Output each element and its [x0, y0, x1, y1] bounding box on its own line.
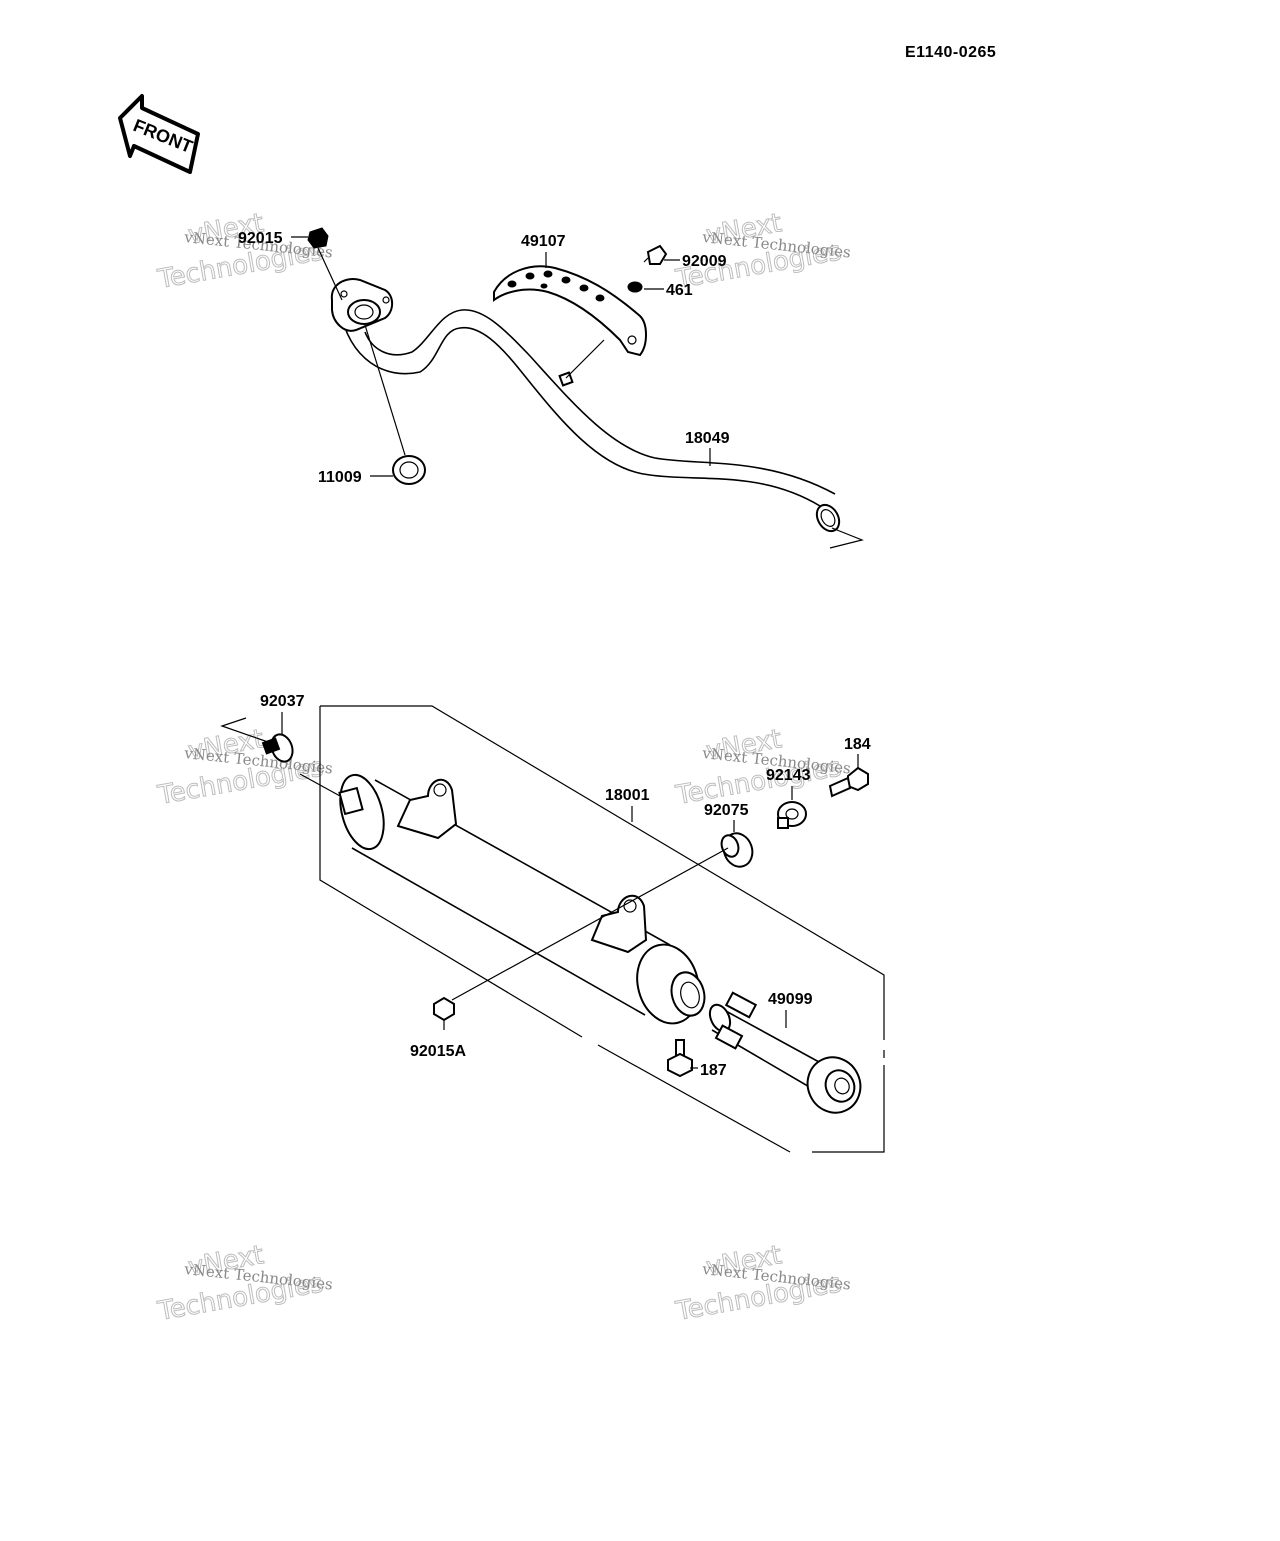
watermark-6: vNext Technologies vNext Technologies — [673, 1240, 852, 1328]
label-92015A: 92015A — [410, 1043, 466, 1060]
watermark-2: vNext Technologies vNext Technologies — [673, 208, 852, 296]
label-461: 461 — [666, 282, 693, 299]
bolt-92015-icon — [307, 227, 343, 301]
bolt-92009-icon — [643, 244, 668, 265]
label-18049: 18049 — [685, 430, 730, 447]
watermark-4: vNext Technologies vNext Technologies — [673, 724, 852, 812]
bolt-187-icon — [667, 1039, 693, 1078]
clamp-92037 — [220, 712, 341, 797]
label-92075: 92075 — [704, 802, 749, 819]
label-187: 187 — [700, 1062, 727, 1079]
nut-92015A-icon — [433, 847, 729, 1030]
label-92015: 92015 — [238, 230, 283, 247]
reference-code: E1140-0265 — [905, 44, 996, 61]
collar-92143 — [777, 801, 807, 829]
leader-49107 — [565, 339, 605, 379]
label-49107: 49107 — [521, 233, 566, 250]
pipe-flange — [330, 278, 394, 332]
watermark-5: vNext Technologies vNext Technologies — [155, 1240, 334, 1328]
exhaust-pipe-18049 — [339, 309, 864, 549]
bracket-49107 — [493, 265, 647, 357]
muffler-frame — [319, 705, 885, 1153]
spark-arrestor-49099 — [708, 991, 862, 1114]
watermark-1: vNext Technologies vNext Technologies — [155, 208, 334, 296]
muffler-18001 — [338, 773, 706, 1025]
gasket-11009 — [364, 324, 426, 485]
label-11009: 11009 — [318, 469, 362, 486]
grommet-92075 — [720, 832, 754, 868]
label-184: 184 — [844, 736, 871, 753]
label-18001: 18001 — [605, 787, 650, 804]
watermark-3: vNext Technologies vNext Technologies — [155, 724, 334, 812]
label-92143: 92143 — [766, 767, 811, 784]
label-92009: 92009 — [682, 253, 727, 270]
label-49099: 49099 — [768, 991, 813, 1008]
washer-461-icon — [627, 281, 643, 293]
label-92037: 92037 — [260, 693, 305, 710]
front-arrow-icon: FRONT — [118, 94, 200, 174]
